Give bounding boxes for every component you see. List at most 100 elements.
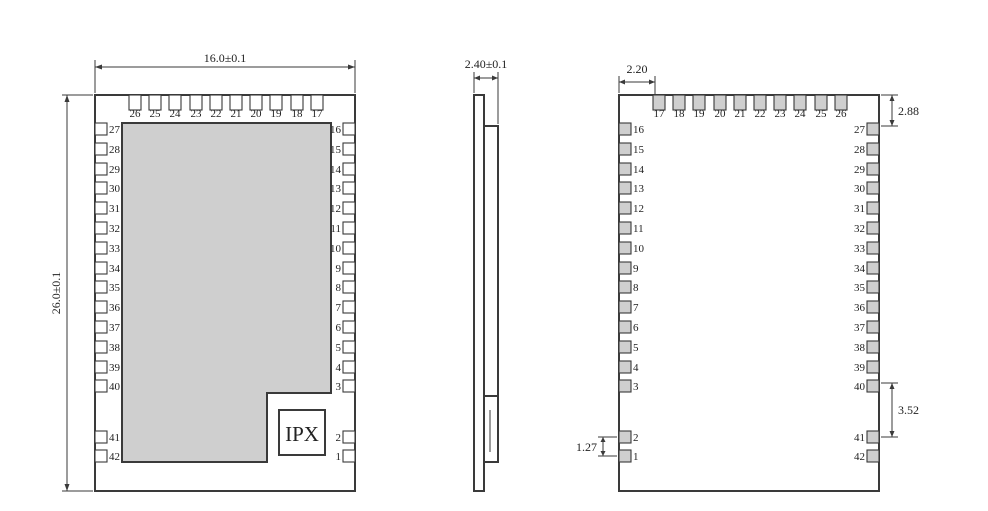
pin-label-25: 25 [816,108,828,120]
pin-label-19: 19 [694,108,706,120]
pad-8 [342,280,356,294]
pin-label-26: 26 [130,108,142,120]
pad-39 [94,360,108,374]
pin-label-24: 24 [795,108,807,120]
pad-9 [618,261,632,275]
pin-label-19: 19 [271,108,283,120]
pad-21 [733,94,747,111]
pin-label-17: 17 [312,108,324,120]
pin-label-13: 13 [330,183,342,195]
pad-31 [866,201,880,215]
pad-13 [618,181,632,195]
pad-38 [94,340,108,354]
pad-17 [652,94,666,111]
pad-34 [866,261,880,275]
pin-label-2: 2 [633,432,639,444]
pin-label-40: 40 [854,381,866,393]
gap-dimension: 3.52 [898,403,919,417]
pin-label-28: 28 [854,144,866,156]
pin-label-38: 38 [854,342,866,354]
pad-10 [618,241,632,255]
pad-3 [342,379,356,393]
pin-label-7: 7 [633,302,639,314]
pad-24 [793,94,807,111]
pad-13 [342,181,356,195]
pad-5 [342,340,356,354]
pad-42 [94,449,108,463]
pad-37 [866,320,880,334]
height-dimension: 26.0±0.1 [49,272,63,315]
pin-label-30: 30 [854,183,866,195]
pad-28 [866,142,880,156]
pin-label-42: 42 [109,451,120,463]
pin-label-30: 30 [109,183,121,195]
pin-label-39: 39 [109,362,121,374]
pin-label-6: 6 [633,322,639,334]
pin-label-6: 6 [336,322,342,334]
pin-label-26: 26 [836,108,848,120]
pin-label-7: 7 [336,302,342,314]
pin-label-11: 11 [633,223,644,235]
pad-18 [290,94,304,111]
pad-22 [209,94,223,111]
pad-17 [310,94,324,111]
bottom-module-outline [618,94,880,492]
pad-35 [94,280,108,294]
shield-can [121,122,332,463]
offset-dimension: 2.20 [627,62,648,76]
pad-7 [342,300,356,314]
pad-14 [342,162,356,176]
pad-22 [753,94,767,111]
pin-label-36: 36 [109,302,121,314]
pin-label-3: 3 [633,381,639,393]
pin-label-32: 32 [109,223,120,235]
pad-18 [672,94,686,111]
pin-label-2: 2 [336,432,342,444]
pin-label-18: 18 [292,108,304,120]
pin-label-12: 12 [633,203,644,215]
pin-label-39: 39 [854,362,866,374]
top-gap-dimension: 2.88 [898,104,919,118]
pad-34 [94,261,108,275]
pad-14 [618,162,632,176]
pin-label-4: 4 [633,362,639,374]
pin-label-42: 42 [854,451,865,463]
pin-label-31: 31 [854,203,865,215]
pin-label-11: 11 [330,223,341,235]
pin-label-25: 25 [150,108,162,120]
pad-12 [342,201,356,215]
pad-5 [618,340,632,354]
pin-label-27: 27 [109,124,121,136]
pad-1 [618,449,632,463]
pin-label-29: 29 [854,164,866,176]
pad-19 [269,94,283,111]
pad-21 [229,94,243,111]
pin-label-41: 41 [854,432,865,444]
pin-label-37: 37 [109,322,121,334]
pad-19 [692,94,706,111]
pin-label-13: 13 [633,183,645,195]
pad-39 [866,360,880,374]
pin-label-1: 1 [633,451,639,463]
pin-label-29: 29 [109,164,121,176]
pad-30 [94,181,108,195]
pin-label-20: 20 [715,108,727,120]
pin-label-21: 21 [735,108,746,120]
pad-23 [773,94,787,111]
pitch-dimension: 1.27 [576,440,597,454]
pin-label-34: 34 [854,263,866,275]
pin-label-28: 28 [109,144,121,156]
pin-label-21: 21 [231,108,242,120]
pad-31 [94,201,108,215]
side-pcb [473,94,485,492]
pad-41 [866,430,880,444]
width-dimension: 16.0±0.1 [204,51,247,65]
pin-label-16: 16 [633,124,645,136]
pin-label-5: 5 [336,342,342,354]
pad-3 [618,379,632,393]
pin-label-14: 14 [330,164,342,176]
pad-29 [94,162,108,176]
pin-label-23: 23 [191,108,203,120]
